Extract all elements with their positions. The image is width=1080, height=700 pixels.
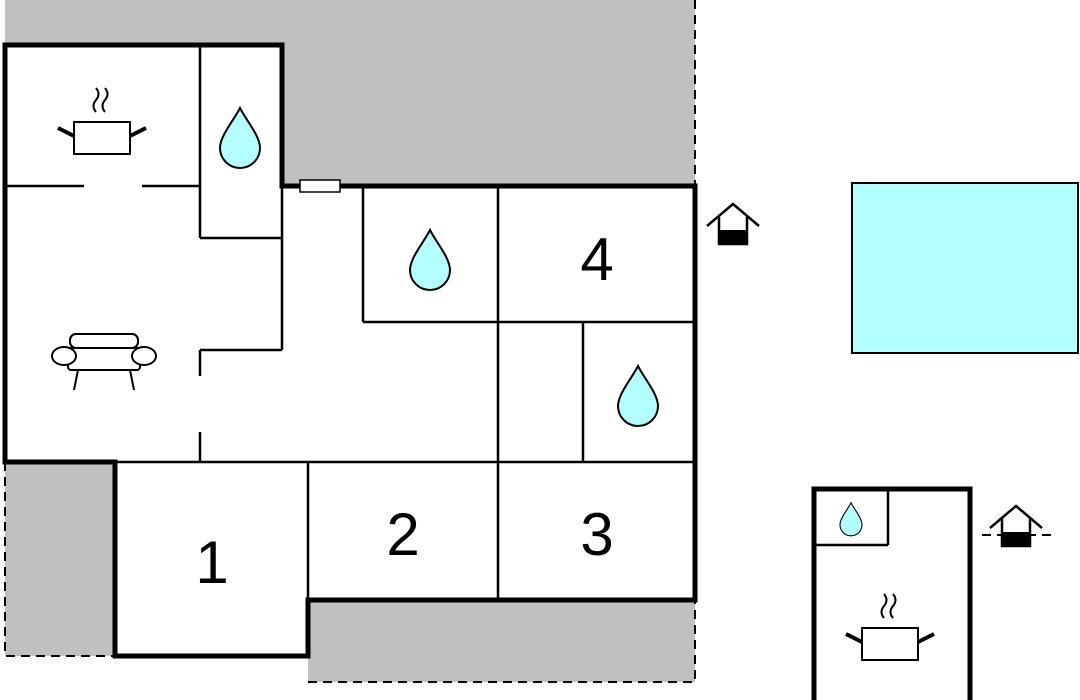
terrace-area: [4, 0, 696, 683]
bedroom-4-label: 4: [580, 226, 613, 293]
kitchen-pot-icon: [844, 592, 936, 662]
bathroom-drop-icon: [219, 107, 261, 169]
bathroom-drop-icon: [839, 502, 863, 537]
exterior-walls: [2, 42, 698, 659]
bedroom-3-label: 3: [580, 501, 613, 568]
swimming-pool: [851, 182, 1079, 354]
interior-walls: [5, 45, 695, 600]
bedroom-2-label: 2: [386, 501, 419, 568]
annex-entrance: [982, 504, 1052, 548]
annex-building: [811, 486, 973, 700]
window-icon: [299, 179, 341, 193]
bathroom-drop-icon: [409, 229, 451, 291]
kitchen-pot-icon: [56, 86, 148, 156]
house-entrance-icon: [705, 202, 761, 246]
bathroom-drop-icon: [617, 365, 659, 427]
house-entrance-icon: [988, 504, 1044, 548]
sofa-icon: [51, 333, 157, 391]
bedroom-1-label: 1: [195, 529, 228, 596]
